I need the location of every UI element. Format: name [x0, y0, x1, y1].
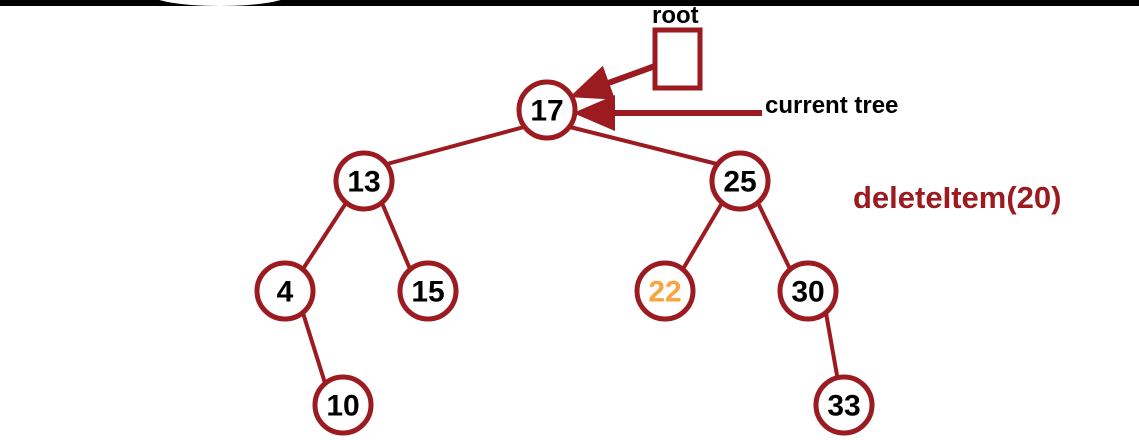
node-circle-25	[709, 150, 771, 212]
node-circle-15	[397, 260, 459, 322]
node-circle-4	[254, 260, 316, 322]
tree-node-10[interactable]: 10	[312, 374, 374, 436]
current-tree-label: current tree	[765, 92, 899, 119]
node-value-13: 13	[347, 166, 380, 199]
tree-node-22[interactable]: 22	[634, 260, 696, 322]
node-value-4: 4	[277, 276, 294, 309]
node-circle-33	[813, 374, 875, 436]
node-value-25: 25	[723, 166, 756, 199]
node-circle-17	[516, 79, 578, 141]
top-black-bar	[0, 0, 1139, 6]
root-pointer-arrow	[569, 63, 657, 100]
edge-25-30	[756, 202, 792, 270]
tree-node-13[interactable]: 13	[333, 150, 395, 212]
tree-nodes: 17 13 25 4 15 22	[254, 79, 875, 436]
root-label: root	[652, 2, 699, 29]
node-value-10: 10	[326, 390, 359, 423]
tree-node-15[interactable]: 15	[397, 260, 459, 322]
edge-4-10	[301, 312, 327, 384]
root-pointer-box	[652, 27, 703, 91]
tree-node-25[interactable]: 25	[709, 150, 771, 212]
top-bar-notch	[150, 0, 290, 6]
edge-13-4	[301, 201, 348, 271]
operation-label: deleteItem(20)	[853, 180, 1062, 215]
node-value-17: 17	[530, 95, 563, 128]
edge-30-33	[824, 312, 840, 382]
tree-edges	[301, 125, 840, 384]
node-circle-30	[777, 260, 839, 322]
edge-17-25	[569, 125, 718, 166]
node-value-15: 15	[411, 276, 444, 309]
edge-25-22	[681, 201, 724, 271]
node-circle-13	[333, 150, 395, 212]
tree-node-4[interactable]: 4	[254, 260, 316, 322]
node-circle-22	[634, 260, 696, 322]
tree-node-30[interactable]: 30	[777, 260, 839, 322]
node-circle-10	[312, 374, 374, 436]
node-value-30: 30	[791, 276, 824, 309]
node-value-22: 22	[648, 276, 681, 309]
edge-17-13	[386, 125, 525, 166]
edge-13-15	[380, 202, 412, 270]
tree-node-33[interactable]: 33	[813, 374, 875, 436]
tree-node-17[interactable]: 17	[516, 79, 578, 141]
node-value-33: 33	[827, 390, 860, 423]
